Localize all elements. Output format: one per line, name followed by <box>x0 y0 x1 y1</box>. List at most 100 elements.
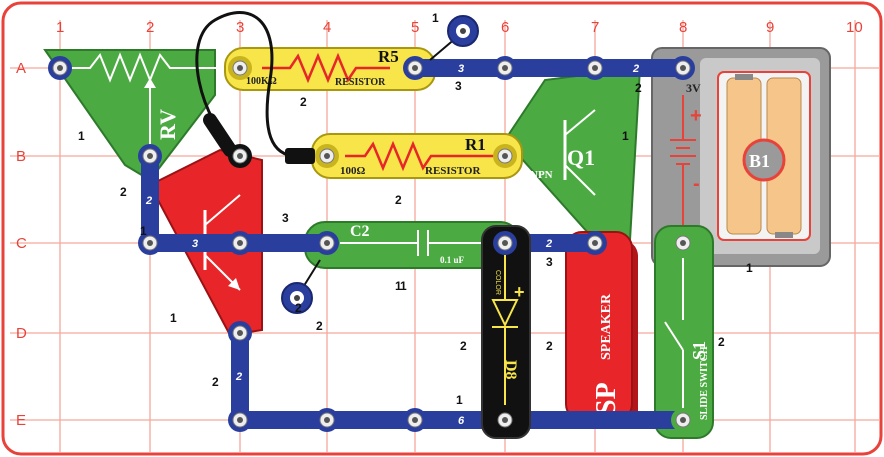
c2-value: 0.1 uF <box>440 255 465 265</box>
col-label: 7 <box>591 19 599 36</box>
snap-post[interactable] <box>403 408 427 432</box>
snap-post[interactable] <box>48 56 72 80</box>
resistor-r1[interactable]: R1 100Ω RESISTOR <box>311 133 523 179</box>
sp-type: SPEAKER <box>599 293 614 360</box>
snap-post[interactable] <box>403 56 427 80</box>
b1-label: B1 <box>749 151 770 171</box>
row-label: B <box>16 148 26 165</box>
speaker-sp[interactable]: SP SPEAKER <box>565 231 638 428</box>
level-label: 2 <box>395 193 402 207</box>
b1-minus: - <box>693 173 700 195</box>
snap-post[interactable] <box>228 144 252 168</box>
row-label: A <box>16 60 26 77</box>
b1-voltage: 3V <box>686 81 701 95</box>
snap-post[interactable] <box>671 56 695 80</box>
d8-type: COLOR <box>494 270 501 295</box>
snap-post[interactable] <box>315 144 339 168</box>
level-label: 1 <box>78 129 85 143</box>
level-label: 2 <box>546 339 553 353</box>
level-label: 2 <box>300 95 307 109</box>
col-label: 10 <box>846 19 863 36</box>
level-label: 3 <box>282 211 289 225</box>
single-snap-d3[interactable] <box>281 259 321 314</box>
level-label: 2 <box>718 335 725 349</box>
snap-post[interactable] <box>583 56 607 80</box>
r5-type: RESISTOR <box>335 77 386 88</box>
d8-plus: + <box>514 282 525 302</box>
s1-label: S1 <box>689 341 709 360</box>
snap-post[interactable] <box>228 321 252 345</box>
level-label: 2 <box>120 185 127 199</box>
level-label: 1 <box>432 11 439 25</box>
sp-label: SP <box>591 382 622 415</box>
jumper-wire[interactable] <box>195 11 315 165</box>
level-label: 1 <box>746 261 753 275</box>
b1-plus: + <box>690 105 702 127</box>
capacitor-c2[interactable]: C2 0.1 uF <box>304 221 521 269</box>
col-label: 3 <box>236 19 244 36</box>
snap-number: 2 <box>235 371 242 383</box>
col-label: 9 <box>766 19 774 36</box>
snap-post[interactable] <box>671 408 695 432</box>
level-label: 3 <box>546 255 553 269</box>
r1-label: R1 <box>465 135 486 154</box>
snap-post[interactable] <box>315 231 339 255</box>
snap-number: 2 <box>632 63 639 75</box>
snap-post[interactable] <box>228 56 252 80</box>
level-label: 2 <box>295 301 302 315</box>
snap-number: 6 <box>458 415 465 427</box>
r5-label: R5 <box>378 47 399 66</box>
snap-post[interactable] <box>493 144 517 168</box>
level-label: 1 <box>395 279 402 293</box>
snap-number: 2 <box>545 238 552 250</box>
r5-value: 100KΩ <box>246 76 277 87</box>
snap-post[interactable] <box>493 408 517 432</box>
b1-badge <box>742 138 786 182</box>
level-label: 2 <box>635 81 642 95</box>
level-label: 1 <box>170 311 177 325</box>
snap-post[interactable] <box>493 56 517 80</box>
level-label: 2 <box>316 319 323 333</box>
d8-label: D8 <box>502 360 519 380</box>
col-label: 5 <box>411 19 419 36</box>
level-label: 1 <box>140 224 147 238</box>
variable-resistor-rv[interactable]: RV <box>43 49 225 182</box>
level-label: 2 <box>460 339 467 353</box>
s1-type: SLIDE SWITCH <box>699 346 710 420</box>
snap-post[interactable] <box>671 231 695 255</box>
battery-holder-b1[interactable]: B1 3V + - <box>651 47 831 267</box>
level-labels: 1 2 3 2 1 2 3 2 1 2 1 2 1 2 2 3 2 1 2 1 … <box>78 11 753 407</box>
q1-type: NPN <box>530 169 553 181</box>
led-d8[interactable]: COLOR + D8 <box>481 225 531 439</box>
rv-label: RV <box>155 109 180 140</box>
snap-post[interactable] <box>315 408 339 432</box>
level-label: 3 <box>455 79 462 93</box>
slide-switch-s1[interactable]: S1 SLIDE SWITCH <box>654 225 714 439</box>
snap-post[interactable] <box>138 231 162 255</box>
snap-number: 3 <box>458 63 464 75</box>
row-label: D <box>16 325 27 342</box>
level-label: 1 <box>400 279 407 293</box>
col-label: 2 <box>146 19 154 36</box>
resistor-r5[interactable]: R5 100KΩ RESISTOR <box>224 47 436 91</box>
q2-label: NPN <box>159 261 184 275</box>
snap-post[interactable] <box>583 231 607 255</box>
snap-post[interactable] <box>138 144 162 168</box>
col-label: 6 <box>501 19 509 36</box>
level-label: 2 <box>212 375 219 389</box>
snap-post[interactable] <box>493 231 517 255</box>
r1-value: 100Ω <box>340 165 366 177</box>
npn-transistor-q1[interactable]: Q1 NPN <box>503 66 642 242</box>
col-label: 4 <box>323 19 331 36</box>
col-label: 1 <box>56 19 64 36</box>
snap-numbers: 3 2 2 3 2 2 6 <box>145 63 639 427</box>
c2-label: C2 <box>350 223 370 240</box>
column-labels: 1 2 3 4 5 6 7 8 9 10 <box>56 19 863 36</box>
row-label: E <box>16 412 26 429</box>
level-label: 1 <box>622 129 629 143</box>
snap-post[interactable] <box>228 231 252 255</box>
row-label: C <box>16 235 27 252</box>
snap-post[interactable] <box>228 408 252 432</box>
single-snap-top[interactable] <box>429 15 479 61</box>
col-label: 8 <box>679 19 687 36</box>
